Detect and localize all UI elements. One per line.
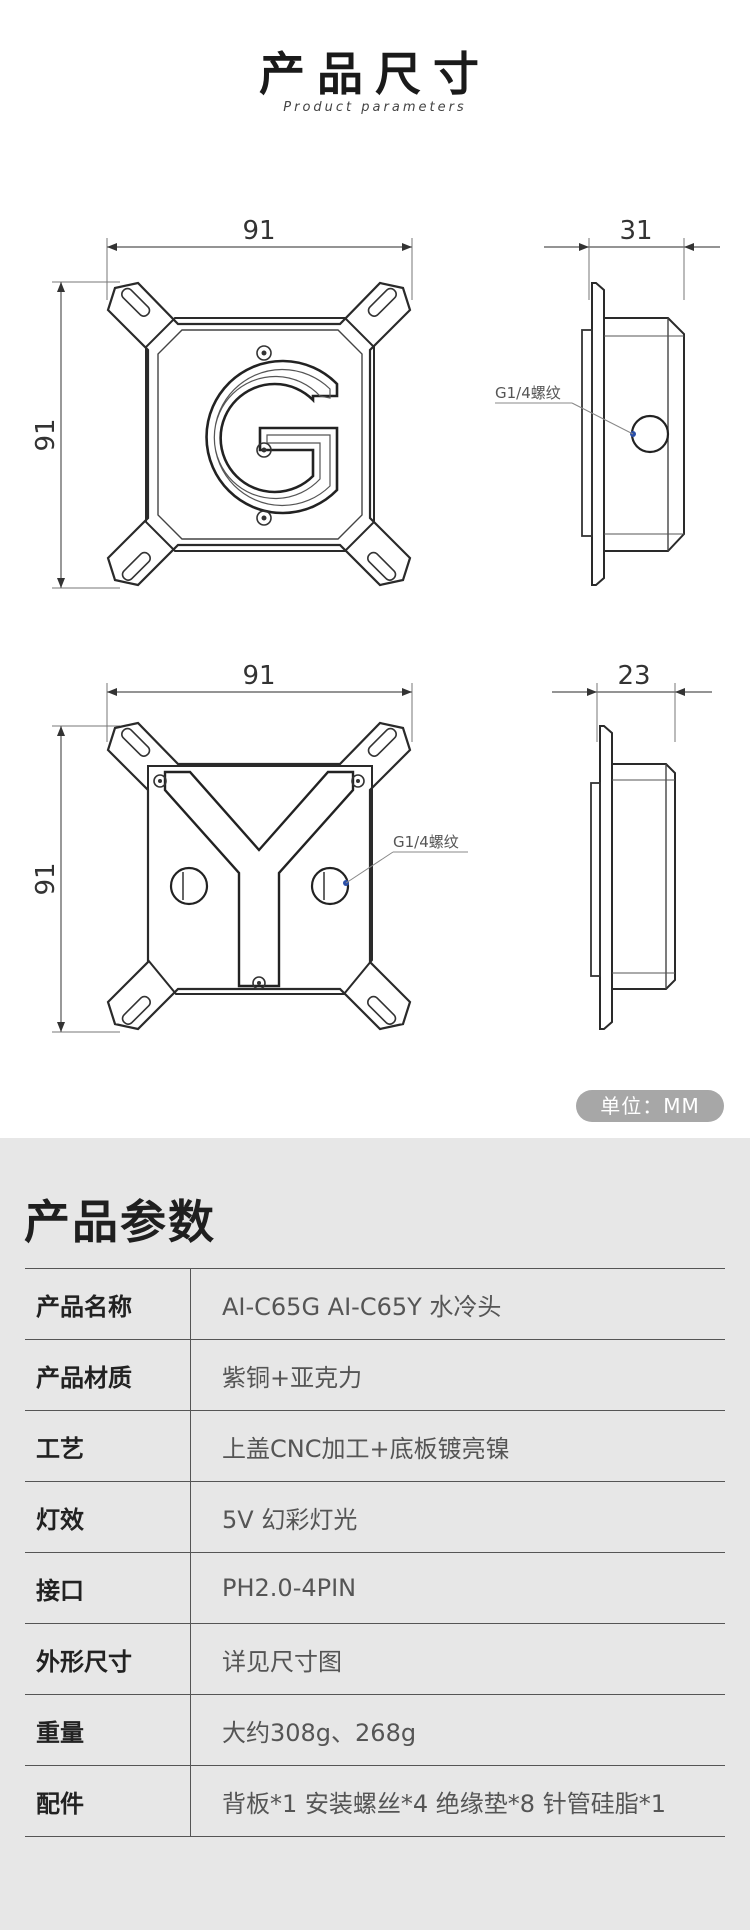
y-depth-label: 23 — [617, 661, 650, 691]
g-thread-note: G1/4螺纹 — [495, 384, 561, 402]
table-row: 重量 大约308g、268g — [25, 1694, 725, 1766]
params-title: 产品参数 — [24, 1195, 216, 1249]
y-height-label: 91 — [31, 862, 61, 895]
table-row: 接口 PH2.0-4PIN — [25, 1552, 725, 1624]
param-value: 5V 幻彩灯光 — [190, 1481, 725, 1553]
table-row: 工艺 上盖CNC加工+底板镀亮镍 — [25, 1410, 725, 1482]
technical-drawing: 91 91 — [31, 216, 720, 1033]
param-value: 上盖CNC加工+底板镀亮镍 — [190, 1410, 725, 1482]
param-value: 大约308g、268g — [190, 1694, 725, 1766]
param-key: 重量 — [25, 1694, 191, 1766]
y-side-view: 23 — [552, 661, 712, 1030]
y-front-view: 91 91 — [31, 661, 468, 1033]
unit-badge: 单位：MM — [576, 1090, 724, 1122]
g-front-view: 91 91 — [31, 216, 413, 589]
param-key: 接口 — [25, 1552, 191, 1624]
param-key: 配件 — [25, 1765, 191, 1837]
g-depth-label: 31 — [619, 216, 652, 246]
table-row: 产品材质 紫铜+亚克力 — [25, 1339, 725, 1411]
param-value: 详见尺寸图 — [190, 1623, 725, 1695]
param-key: 产品名称 — [25, 1268, 191, 1340]
table-row: 配件 背板*1 安装螺丝*4 绝缘垫*8 针管硅脂*1 — [25, 1765, 725, 1837]
table-row: 灯效 5V 幻彩灯光 — [25, 1481, 725, 1553]
y-thread-note: G1/4螺纹 — [393, 833, 459, 851]
param-key: 灯效 — [25, 1481, 191, 1553]
dimension-section: 产品尺寸 Product parameters 91 91 — [31, 47, 724, 1122]
param-key: 工艺 — [25, 1410, 191, 1482]
table-row: 外形尺寸 详见尺寸图 — [25, 1623, 725, 1695]
g-height-label: 91 — [31, 418, 61, 451]
param-value: PH2.0-4PIN — [190, 1552, 725, 1624]
g-side-view: 31 G1/4螺纹 — [495, 216, 720, 586]
param-value: 紫铜+亚克力 — [190, 1339, 725, 1411]
params-table: 产品名称 AI-C65G AI-C65Y 水冷头 产品材质 紫铜+亚克力 工艺 … — [25, 1268, 725, 1837]
param-key: 产品材质 — [25, 1339, 191, 1411]
param-value: 背板*1 安装螺丝*4 绝缘垫*8 针管硅脂*1 — [190, 1765, 725, 1837]
page-subtitle: Product parameters — [283, 100, 467, 115]
param-key: 外形尺寸 — [25, 1623, 191, 1695]
param-value: AI-C65G AI-C65Y 水冷头 — [190, 1268, 725, 1340]
y-width-label: 91 — [242, 661, 275, 691]
table-row: 产品名称 AI-C65G AI-C65Y 水冷头 — [25, 1268, 725, 1340]
params-section: 产品参数 产品名称 AI-C65G AI-C65Y 水冷头 产品材质 紫铜+亚克… — [0, 1138, 750, 1930]
page-title: 产品尺寸 — [259, 47, 491, 101]
g-width-label: 91 — [242, 216, 275, 246]
